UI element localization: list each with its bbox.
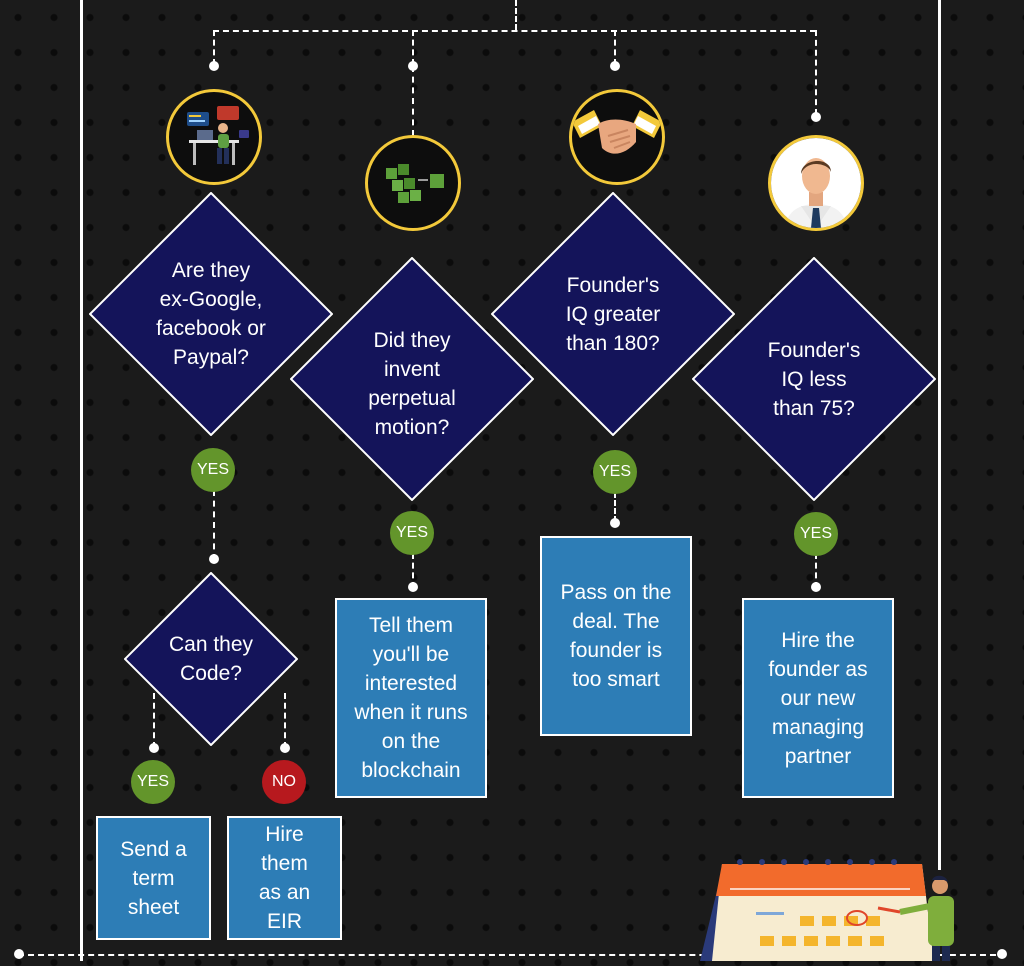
connector-dot [280,743,290,753]
connector-dot [14,949,24,959]
programmer-icon [166,89,262,185]
handshake-icon [569,89,665,185]
connector-dot [149,743,159,753]
connector-dot [209,61,219,71]
result-pass-on-deal: Pass on the deal. The founder is too sma… [540,536,692,736]
no-badge: NO [262,760,306,804]
top-connector [515,0,517,30]
connector-dot [408,582,418,592]
yes-badge: YES [390,511,434,555]
connector-dot [811,582,821,592]
branch-drop-2 [412,30,414,65]
result-blockchain: Tell them you'll be interested when it r… [335,598,487,798]
connector-q2-down [412,553,414,588]
calendar-icon [700,850,970,961]
question-diamond-perpetual-motion: Did they invent perpetual motion? [290,257,534,501]
question-text: Founder's IQ greater than 180? [565,273,661,355]
result-managing-partner: Hire the founder as our new managing par… [742,598,894,798]
connector-dot [209,554,219,564]
yes-badge: YES [191,448,235,492]
question-text: Did they invent perpetual motion? [368,329,456,439]
left-frame-line [80,0,83,961]
connector-dot [811,112,821,122]
yes-badge: YES [131,760,175,804]
question-diamond-iq-greater: Founder's IQ greater than 180? [491,192,735,436]
branch-drop-1 [213,30,215,65]
question-diamond-iq-less: Founder's IQ less than 75? [692,257,936,501]
businessman-icon [768,135,864,231]
connector-dot [610,61,620,71]
branch-drop-4 [815,30,817,115]
question-text: Are they ex-Google, facebook or Paypal? [156,259,266,369]
connector-code-yes [153,693,155,748]
yes-badge: YES [593,450,637,494]
question-diamond-can-code: Can they Code? [124,572,298,746]
connector-code-no [284,693,286,748]
connector-dot [997,949,1007,959]
result-hire-eir: Hire them as an EIR [227,816,342,940]
question-diamond-ex-google: Are they ex-Google, facebook or Paypal? [89,192,333,436]
result-term-sheet: Send a term sheet [96,816,211,940]
connector-q3-down [614,492,616,522]
branch-drop-2b [412,66,414,136]
connector-dot [610,518,620,528]
connector-q4-down [815,553,817,588]
question-text: Founder's IQ less than 75? [767,338,861,420]
blocks-icon [365,135,461,231]
right-frame-line [938,0,941,870]
branch-drop-3 [614,30,616,65]
connector-q1-down [213,490,215,560]
question-text: Can they Code? [168,633,254,685]
bottom-connector [18,954,1006,956]
yes-badge: YES [794,512,838,556]
branch-line [213,30,816,32]
